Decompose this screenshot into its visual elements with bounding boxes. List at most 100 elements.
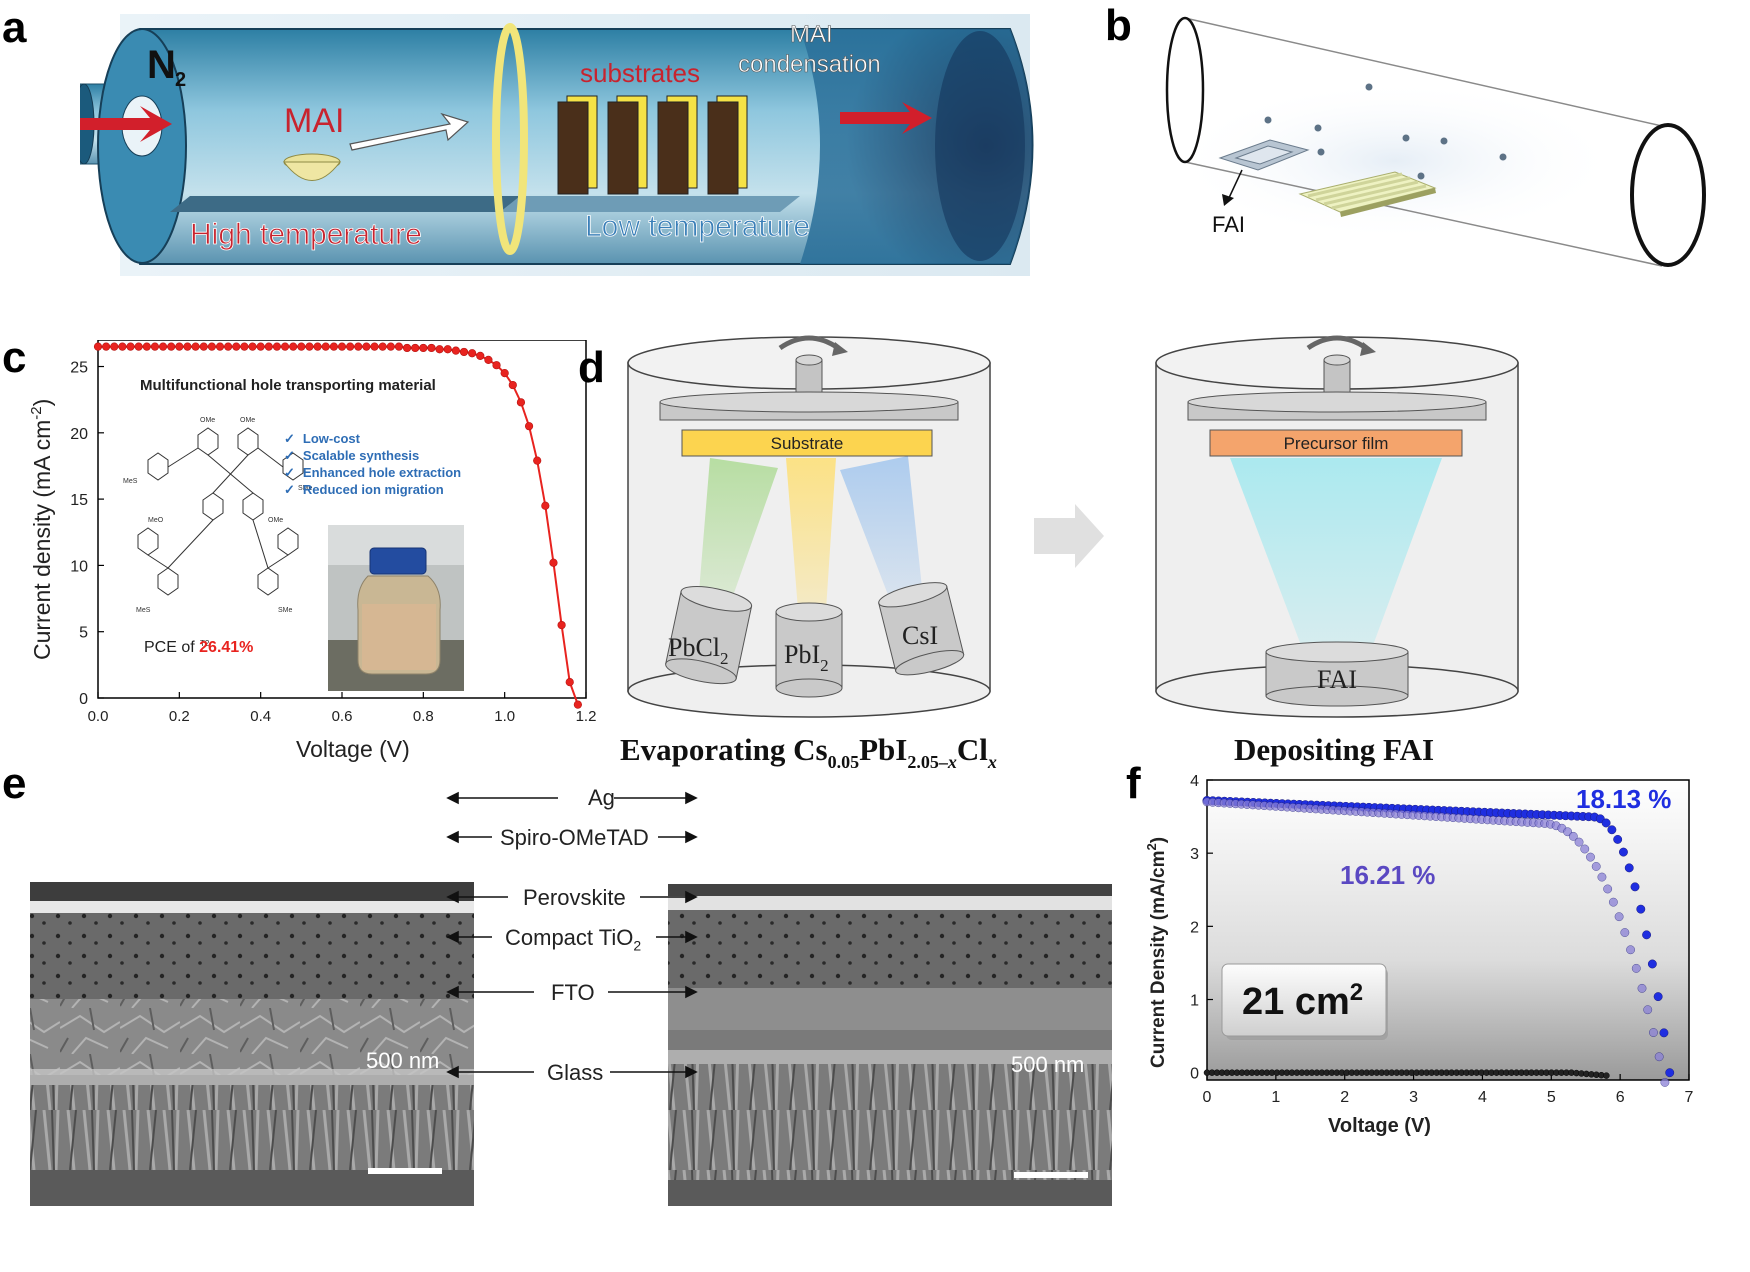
jv-point: [516, 398, 526, 407]
svg-text:MeO: MeO: [148, 517, 164, 524]
x-axis-label: Voltage (V): [296, 736, 410, 762]
jv-point: [419, 343, 428, 353]
svg-text:MeS: MeS: [123, 478, 138, 485]
panel-a-furnace-diagram: N 2 MAI substrates MAI condensation High…: [80, 14, 1034, 276]
y-tick-label: 2: [1190, 919, 1199, 936]
process-flow-arrow: [1034, 504, 1104, 568]
jv-point: [337, 342, 347, 351]
y-tick-label: 25: [70, 360, 88, 377]
jv-point: [1608, 897, 1618, 907]
jv-point: [297, 342, 306, 351]
substrates-label: substrates: [580, 58, 700, 88]
jv-point: [305, 342, 314, 351]
panel-label-b: b: [1105, 1, 1132, 50]
jv-point: [565, 677, 574, 687]
jv-point: [1626, 945, 1636, 955]
csi-label: CsI: [902, 621, 938, 650]
jv-point: [102, 342, 111, 351]
jv-point: [541, 501, 550, 510]
panel-label-f: f: [1126, 759, 1141, 808]
jv-point: [557, 620, 566, 630]
feature-bullets: ✓Low-cost ✓Scalable synthesis ✓Enhanced …: [284, 431, 461, 497]
zone-divider-ring: [492, 23, 528, 255]
tube-right-opening: [1630, 123, 1706, 267]
y-axis-label: Current Density (mA/cm: [1148, 851, 1169, 1069]
jv-point: [1630, 882, 1640, 892]
tube-bottom-edge: [1184, 161, 1663, 267]
jv-point: [354, 342, 363, 351]
x-tick-label: 0.8: [413, 708, 434, 725]
condensation-label-line1: MAI: [790, 21, 833, 48]
jv-point: [468, 349, 477, 358]
jv-point: [1649, 1028, 1658, 1037]
y-tick-label: 5: [79, 625, 88, 642]
y-axis-title: Current density (mA cm-2): [28, 399, 55, 660]
jv-point: [1647, 959, 1657, 969]
high-temp-tray: [170, 196, 530, 212]
jv-point: [1624, 863, 1634, 873]
jv-point: [1665, 1068, 1675, 1078]
bullet-low-cost: Low-cost: [303, 431, 361, 446]
y-tick-label: 10: [70, 558, 88, 575]
caption-depositing: Depositing FAI: [1234, 732, 1434, 767]
jv-point: [427, 343, 436, 353]
x-tick-label: 4: [1478, 1089, 1487, 1106]
jv-point: [1636, 904, 1646, 914]
layer-label-ag: Ag: [588, 785, 615, 810]
jv-point: [126, 342, 135, 351]
y-tick-label: 0: [1190, 1066, 1199, 1083]
molecule-structure: [137, 427, 304, 596]
low-temperature-label: Low temperature: [585, 210, 810, 243]
jv-point: [1637, 983, 1647, 993]
scale-label-left: 500 nm: [366, 1048, 440, 1073]
right-rotation-mount: [1306, 335, 1376, 395]
y-tick-label: 1: [1190, 993, 1199, 1010]
y-tick-label: 20: [70, 426, 88, 443]
fai-boat: [1218, 139, 1310, 171]
pce-top-label: 18.13 %: [1576, 784, 1671, 814]
sem-image-right: [668, 884, 1112, 1206]
left-rotating-plate: [659, 391, 959, 421]
substrate-array: [1298, 171, 1437, 217]
svg-text:✓Low-cost: ✓Low-cost: [284, 431, 361, 446]
jv-point: [451, 346, 460, 355]
y-axis-label-end: ): [1148, 837, 1169, 843]
panel-e-sem-cross-sections: [30, 882, 1112, 1206]
jv-point: [150, 342, 160, 351]
x-tick-label: 0: [1203, 1089, 1212, 1106]
jv-point: [1586, 852, 1595, 862]
scale-label-right: 500 nm: [1011, 1052, 1085, 1077]
fai-crucible: [1265, 641, 1409, 707]
molecule-name: T2: [200, 639, 210, 648]
condensation-label-line2: condensation: [738, 51, 881, 78]
csi-vapor-beam: [840, 456, 922, 600]
x-tick-label: 1: [1271, 1089, 1280, 1106]
jv-point: [1620, 928, 1630, 938]
jv-point: [386, 342, 395, 351]
x-tick-label: 6: [1616, 1089, 1625, 1106]
jv-point: [500, 369, 509, 378]
bullet-ion-migration: Reduced ion migration: [303, 482, 444, 497]
panel-label-c: c: [2, 333, 27, 382]
jv-point: [1654, 1052, 1664, 1062]
inset-title: Multifunctional hole transporting materi…: [140, 377, 436, 394]
y-axis-label: Current density (mA cm: [29, 420, 55, 660]
right-rotating-plate: [1187, 391, 1487, 421]
substrate-stack: [557, 95, 748, 195]
gas-label: N: [147, 43, 174, 87]
jv-point: [394, 342, 404, 351]
jv-point: [134, 342, 143, 351]
jv-point: [1574, 837, 1584, 847]
jv-point: [549, 558, 558, 567]
tube-top-edge: [1184, 17, 1663, 127]
csi-crucible: [878, 582, 965, 676]
jv-point: [167, 342, 176, 351]
sem-image-left: [30, 882, 474, 1206]
jv-point: [313, 342, 322, 351]
jv-point: [183, 342, 192, 351]
jv-point: [443, 345, 452, 354]
jv-point: [118, 342, 127, 351]
pbcl2-crucible: [665, 586, 753, 685]
